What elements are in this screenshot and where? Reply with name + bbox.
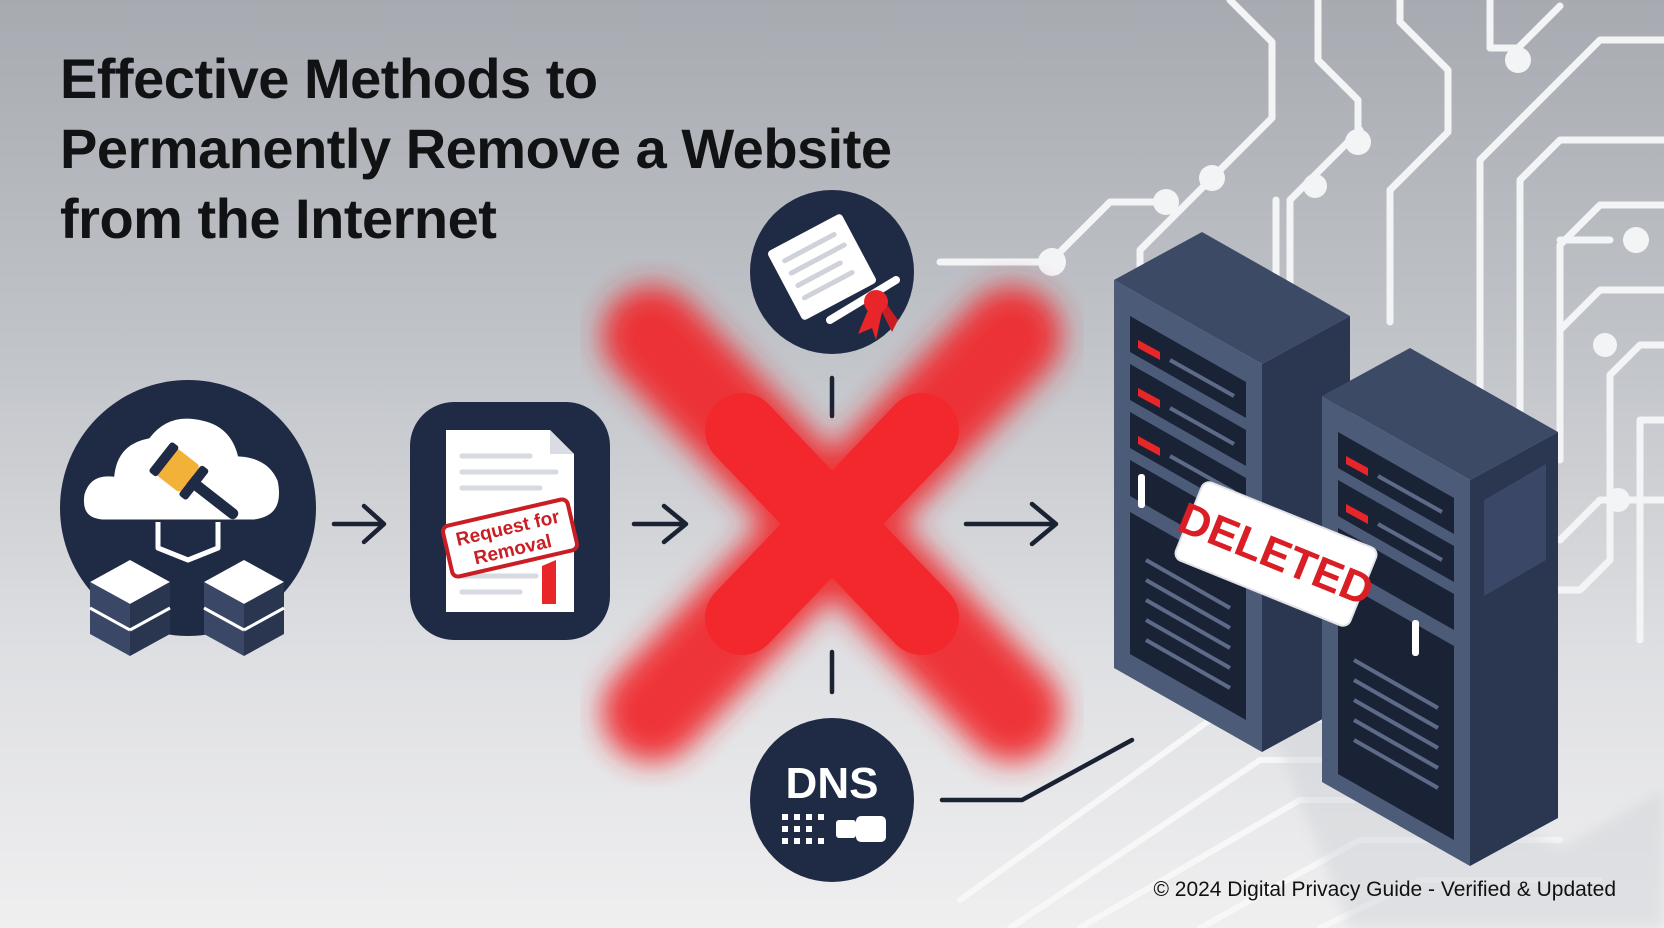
title-line-2: Permanently Remove a Website — [60, 117, 892, 180]
circuit-nodes — [1038, 47, 1649, 512]
legal-cloud-icon-group — [60, 380, 316, 656]
dns-icon-group: DNS — [750, 718, 914, 882]
connector-dns-server — [939, 737, 1135, 803]
title-line-1: Effective Methods to — [60, 47, 598, 110]
removal-document-icon: Request for Removal — [440, 430, 580, 612]
flow-arrows — [331, 375, 1135, 803]
dns-label: DNS — [786, 759, 879, 808]
title-line-3: from the Internet — [60, 187, 497, 250]
cube-left — [89, 560, 171, 656]
server-right — [1322, 348, 1558, 866]
request-removal-icon-group: Request for Removal — [410, 402, 610, 640]
arrow-step-3 — [963, 501, 1059, 547]
page-title: Effective Methods to Permanently Remove … — [60, 44, 1040, 254]
arrow-step-1 — [331, 503, 387, 545]
red-x-core — [705, 393, 959, 655]
certificate-icon-group — [750, 190, 914, 354]
cube-right — [203, 560, 285, 656]
cloud-gavel-servers-icon — [78, 413, 285, 656]
arrow-step-2 — [631, 503, 689, 545]
certificate-ribbon-icon — [768, 214, 900, 340]
deleted-banner: DELETED — [1171, 481, 1380, 627]
server-rack-icon: DELETED — [1114, 232, 1664, 928]
copyright-footer: © 2024 Digital Privacy Guide - Verified … — [1153, 878, 1616, 901]
dns-icon — [782, 814, 886, 844]
